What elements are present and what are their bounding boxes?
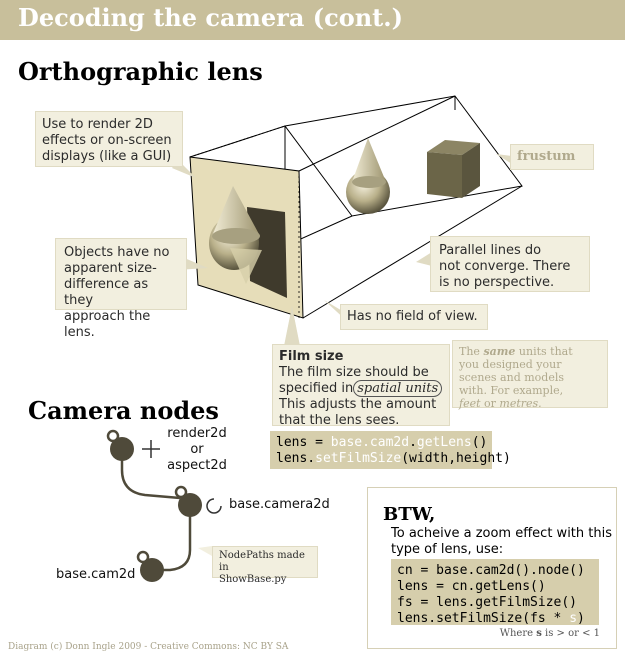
node-label: or (190, 442, 204, 457)
callout-no-fov: Has no field of view. (340, 304, 488, 330)
callout-line: that the lens sees. (279, 413, 400, 428)
btw-intro: To acheive a zoom effect with this type … (391, 526, 612, 558)
callout-line: approach the lens. (64, 309, 151, 340)
code-token: lens = (276, 435, 331, 450)
callout-line: This adjusts the amount (279, 397, 437, 412)
code-token: ) (577, 611, 585, 626)
text: same (483, 345, 516, 358)
node-label: render2d (167, 426, 227, 441)
callout-same-units: The same units that you designed your sc… (452, 340, 608, 410)
callout-line: feet or metres. (459, 397, 601, 410)
section-heading-ortho: Orthographic lens (18, 57, 263, 86)
code-line: fs = lens.getFilmSize() (397, 595, 578, 610)
node-camera2d (178, 493, 202, 517)
edge-camera-cam2d (152, 505, 192, 572)
btw-code: cn = base.cam2d().node() lens = cn.getLe… (391, 559, 599, 626)
label-camera2d: base.camera2d (229, 497, 330, 512)
code-get-lens: lens = base.cam2d.getLens() lens.setFilm… (270, 431, 511, 469)
callout-line: you designed your (459, 358, 562, 371)
code-token: lens. (276, 451, 316, 466)
callout-render2d: Use to render 2D effects or on-screen di… (35, 111, 183, 167)
cube-front (427, 152, 462, 198)
callout-line: not converge. There (439, 259, 571, 274)
code-token: lens.setFilmSize(fs * (397, 611, 570, 626)
btw-line: To acheive a zoom effect with this (391, 526, 612, 541)
callout-line: The film size should be (279, 365, 429, 380)
code-token: (width,height) (401, 451, 511, 466)
code-line: cn = base.cam2d().node() (397, 563, 585, 578)
btw-where-note: Where s is > or < 1 (500, 628, 600, 639)
callout-line: The same units that (459, 345, 601, 358)
text: specified in (279, 381, 354, 396)
lens-projection (247, 207, 287, 298)
callout-line: is no perspective. (439, 275, 555, 290)
callout-line: effects or on-screen (42, 133, 172, 148)
far-cone (352, 138, 386, 182)
text: units that (518, 345, 573, 358)
btw-heading: BTW, (383, 504, 436, 525)
spatial-units-label: spatial units (353, 380, 443, 397)
callout-parallel: Parallel lines do not converge. There is… (430, 236, 590, 292)
near-cone (212, 186, 260, 236)
text: Where (499, 628, 537, 639)
callout-objects: Objects have no apparent size- differenc… (55, 238, 187, 340)
cube-top (427, 140, 480, 155)
text: s (536, 628, 542, 639)
btw-line: type of lens, use: (391, 542, 504, 557)
callout-nodepaths: NodePaths made in ShowBase.py (212, 546, 318, 585)
label-cam2d: base.cam2d (56, 567, 136, 582)
frustum-back-face (284, 95, 523, 217)
text: feet (459, 397, 481, 410)
callout-line: difference as they (64, 277, 149, 308)
edge-render-camera (120, 449, 181, 500)
callout-line: Use to render 2D (42, 117, 153, 132)
callout-line: Objects have no (64, 245, 170, 260)
cube-side (462, 143, 480, 198)
section-heading-nodes: Camera nodes (28, 396, 219, 425)
callout-line: ShowBase.py (219, 574, 287, 585)
node-label: aspect2d (167, 458, 227, 473)
node-cam2d (140, 558, 164, 582)
frustum-edge-bottomright (302, 185, 523, 319)
node-render2d (110, 437, 134, 461)
callout-line: apparent size- (64, 261, 157, 276)
text: The (459, 345, 480, 358)
title-bar: Decoding the camera (cont.) (0, 0, 625, 40)
text: is > or < 1 (541, 628, 600, 639)
callout-frustum: frustum (510, 144, 594, 170)
text: metres. (499, 397, 542, 410)
btw-panel: BTW, To acheive a zoom effect with this … (367, 487, 617, 649)
code-line: lens = cn.getLens() (397, 579, 546, 594)
code-token: . (409, 435, 417, 450)
callout-line: NodePaths made in (219, 550, 305, 573)
callout-line: Parallel lines do (439, 243, 542, 258)
code-token: () (471, 435, 488, 450)
callout-line: with. For example, (459, 384, 564, 397)
frustum-edge-topright (298, 95, 456, 172)
text: or (484, 397, 496, 410)
frustum-diagram (172, 95, 523, 346)
film-size-title: Film size (279, 349, 344, 364)
callout-film-size: Film size The film size should be specif… (272, 344, 450, 428)
code-token: base.cam2d (330, 435, 410, 450)
code-token: setFilmSize (315, 451, 402, 466)
node-graph (106, 429, 223, 582)
callout-line: scenes and models (459, 371, 564, 384)
callout-line: displays (like a GUI) (42, 149, 172, 164)
code-token: getLens (416, 435, 472, 450)
code-token: s (569, 611, 578, 626)
slide-title: Decoding the camera (cont.) (18, 3, 403, 32)
credit-line: Diagram (c) Donn Ingle 2009 - Creative C… (8, 642, 289, 652)
label-render-aspect: render2d or aspect2d (164, 426, 230, 474)
